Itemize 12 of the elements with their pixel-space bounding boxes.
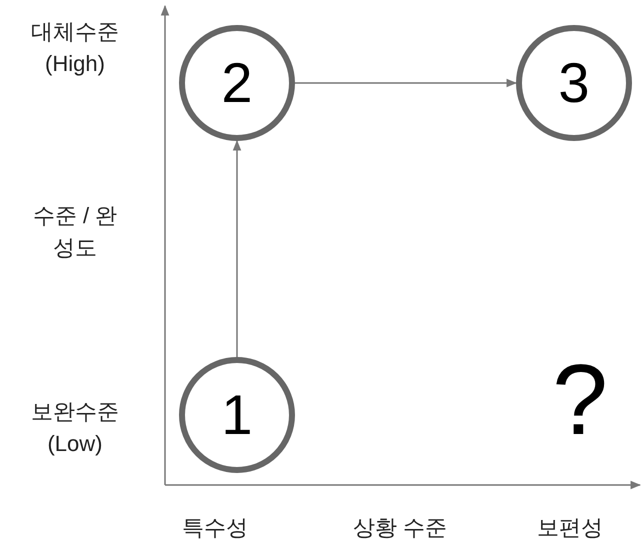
axis-label: 특수성 [181, 514, 249, 542]
axis-label: 상황 수준 [352, 514, 448, 542]
node-number: 2 [221, 55, 253, 111]
axis-label: 수준 / 완성도 [32, 202, 118, 262]
node-number: 1 [221, 387, 253, 443]
question-mark: ? [551, 350, 609, 450]
arrow [295, 78, 518, 88]
axis-label: 보편성 [536, 514, 604, 542]
node-number: 3 [558, 55, 590, 111]
axis-label: 보완수준 (Low) [30, 398, 120, 458]
arrow [232, 140, 242, 357]
axis-label: 대체수준 (High) [30, 18, 120, 78]
